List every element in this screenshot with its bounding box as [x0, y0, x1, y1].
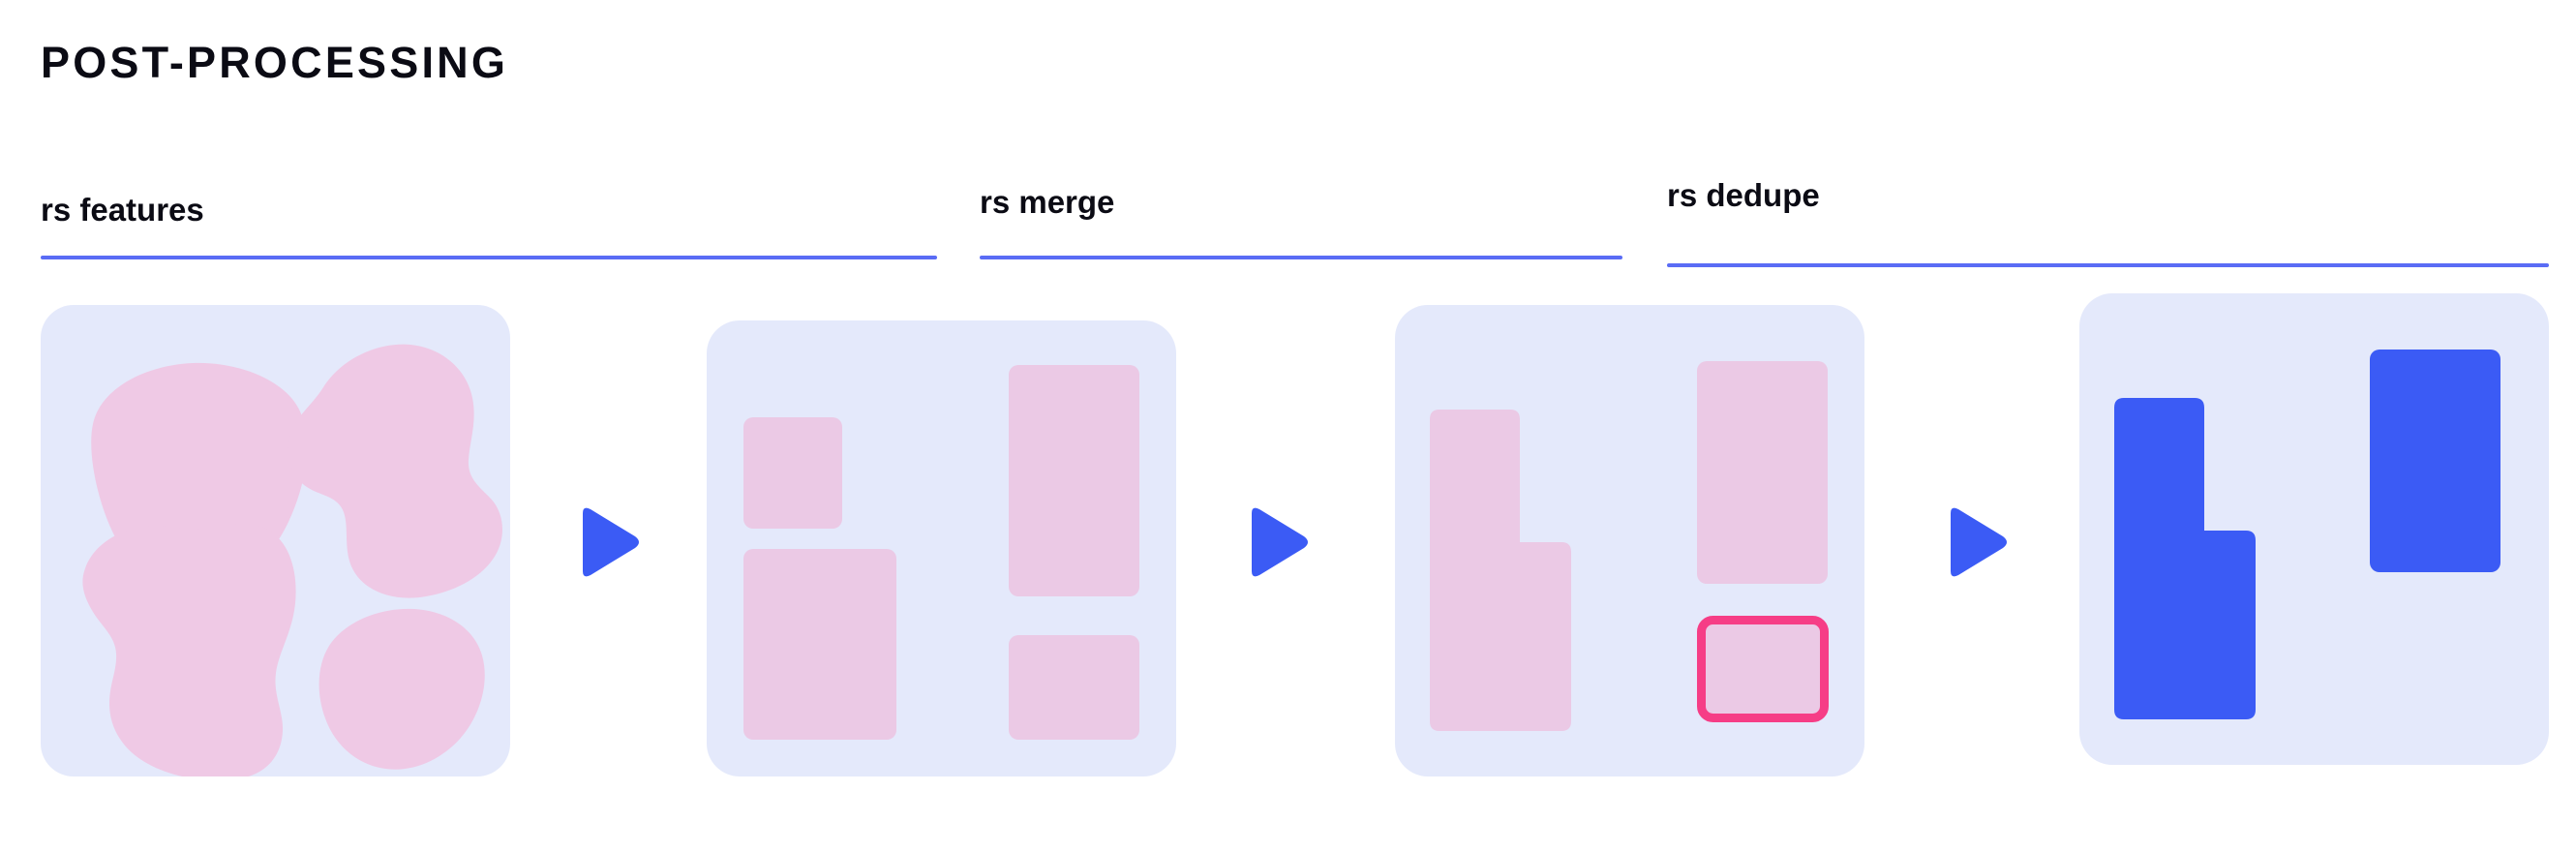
panel-result: [2079, 293, 2549, 765]
bbox-small-top-left: [743, 417, 842, 529]
arrow-features-to-merge: [573, 503, 643, 581]
stage-label-features: rs features: [41, 192, 204, 228]
bbox-small-bottom-right: [1009, 635, 1139, 740]
merged-tall-box: [1697, 361, 1828, 584]
stage-rule-features: [41, 256, 937, 259]
play-triangle-icon: [583, 507, 639, 577]
feature-blob-bottom-right: [318, 608, 485, 770]
result-tall-box: [2370, 350, 2500, 572]
bbox-large-bottom-left: [743, 549, 896, 740]
page-title: POST-PROCESSING: [41, 38, 509, 87]
arrow-dedupe-to-result: [1941, 503, 2011, 581]
result-l-shape: [2114, 398, 2256, 719]
stage-label-merge: rs merge: [980, 184, 1115, 220]
stage-label-dedupe: rs dedupe: [1667, 177, 1820, 213]
panel-features: [41, 305, 510, 776]
duplicate-box-outlined[interactable]: [1697, 616, 1829, 722]
stage-rule-dedupe: [1667, 263, 2549, 267]
feature-blob-bottom-left: [82, 524, 296, 776]
panel-dedupe: [1395, 305, 1864, 776]
play-triangle-icon: [1252, 507, 1308, 577]
stage-rule-merge: [980, 256, 1622, 259]
panel-merge: [707, 320, 1176, 776]
merged-l-shape: [1430, 410, 1571, 731]
bbox-tall-top-right: [1009, 365, 1139, 596]
arrow-merge-to-dedupe: [1242, 503, 1312, 581]
play-triangle-icon: [1951, 507, 2007, 577]
feature-blob-top-right: [288, 344, 502, 598]
